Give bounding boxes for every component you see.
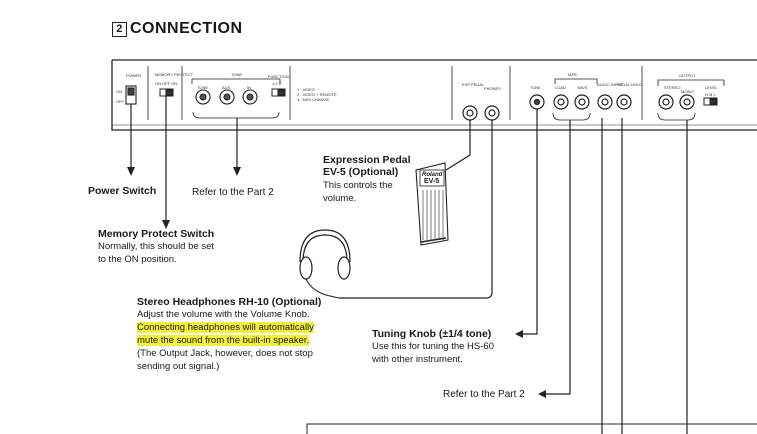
section-title: CONNECTION <box>130 20 243 37</box>
panel-power-off-label: OFF <box>116 99 124 104</box>
leader-lines <box>130 96 757 434</box>
panel-tape-load-label: LOAD <box>555 85 566 90</box>
panel-level-positions: H M L <box>705 92 716 97</box>
panel-output-stereo-label: STEREO <box>664 85 681 90</box>
refer-part2-top: Refer to the Part 2 <box>192 187 274 198</box>
expression-pedal-illustration <box>415 162 449 246</box>
headphones-highlight-2: mute the sound from the built-in speaker… <box>137 335 310 346</box>
refer-part2-bottom: Refer to the Part 2 <box>443 389 525 400</box>
headphones-callout: Stereo Headphones RH-10 (Optional) Adjus… <box>137 296 321 373</box>
expression-pedal-callout: Expression Pedal EV-5 (Optional) This co… <box>323 154 411 205</box>
headphones-note-2: sending out signal.) <box>137 361 220 372</box>
pedal-model: EV-5 <box>424 178 440 185</box>
tape-jacks <box>553 94 590 110</box>
panel-tape-save-label: SAVE <box>577 85 588 90</box>
panel-function-option-3: 3 : MIDI CHANGE <box>297 97 330 102</box>
panel-tone-group-label: TONE <box>231 72 243 77</box>
memory-protect-switch <box>159 88 174 97</box>
headphones-highlight-1: Connecting headphones will automatically <box>137 322 314 333</box>
panel-output-mono-label: MONO <box>681 89 694 94</box>
pedal-hold-jack <box>616 94 632 110</box>
panel-tune-label: TUNE <box>530 85 541 90</box>
expression-line-1: This controls the <box>323 180 393 191</box>
panel-tone-knob-label-2: AUX <box>222 85 231 90</box>
expression-title-2: EV-5 (Optional) <box>323 166 399 178</box>
tone-knobs <box>195 89 258 105</box>
panel-power-label: POWER <box>126 73 142 78</box>
tuning-title: Tuning Knob (±1/4 tone) <box>372 328 492 340</box>
power-switch <box>125 85 137 105</box>
panel-function-positions: 1 2 3 <box>272 81 281 86</box>
panel-function-option-1: 1 : VIDEO <box>297 87 316 92</box>
headphones-title: Stereo Headphones RH-10 (Optional) <box>137 296 322 308</box>
panel-level-label: LEVEL <box>705 85 718 90</box>
panel-power-on-label: ON <box>116 89 122 94</box>
panel-exp-pedal-label: EXP PEDAL <box>462 82 485 87</box>
function-switch <box>271 88 286 97</box>
audio-input-jack <box>597 94 613 110</box>
panel-output-group-label: OUTPUT <box>679 73 696 78</box>
headphones-note-1: (The Output Jack, however, does not stop <box>137 348 313 359</box>
memory-protect-line-1: Normally, this should be set <box>98 241 214 252</box>
pedal-brand: Roland <box>422 172 443 178</box>
tuning-line-1: Use this for tuning the HS-60 <box>372 341 494 352</box>
headphones-illustration <box>299 229 351 299</box>
memory-protect-line-2: to the ON position. <box>98 254 177 265</box>
exp-pedal-jack <box>462 105 478 121</box>
tuning-knob-callout: Tuning Knob (±1/4 tone) Use this for tun… <box>372 328 494 366</box>
power-switch-label: Power Switch <box>88 185 157 197</box>
tune-knob <box>529 94 545 110</box>
panel-audio-input-label: AUDIO INPUT <box>597 82 623 87</box>
output-jacks <box>658 94 695 110</box>
panel-phones-label: PHONES <box>484 86 501 91</box>
panel-tape-group-label: TAPE <box>567 72 578 77</box>
rear-panel <box>111 59 757 131</box>
arrowheads <box>127 167 546 398</box>
expression-title-1: Expression Pedal <box>323 154 411 166</box>
headphones-line-1: Adjust the volume with the Volume Knob. <box>137 309 310 320</box>
panel-tone-knob-label-3: IN <box>247 85 251 90</box>
output-level-switch <box>703 97 718 106</box>
panel-function-label: FUNCTION <box>268 74 289 79</box>
section-number: 2 <box>112 22 127 37</box>
panel-pedal-hold-label: PEDAL HOLD <box>617 82 643 87</box>
panel-function-option-2: 2 : VIDEO + REMOTE <box>297 92 337 97</box>
panel-memory-protect-label: MEMORY PROTECT <box>155 72 194 77</box>
phones-jack <box>484 105 500 121</box>
memory-protect-callout: Memory Protect Switch Normally, this sho… <box>98 228 214 266</box>
tuning-line-2: with other instrument. <box>372 354 463 365</box>
panel-tone-knob-label-1: TONE <box>197 85 209 90</box>
expression-line-2: volume. <box>323 193 357 204</box>
memory-protect-title: Memory Protect Switch <box>98 228 215 240</box>
panel-memory-protect-states: ON OFF ON <box>155 81 178 86</box>
